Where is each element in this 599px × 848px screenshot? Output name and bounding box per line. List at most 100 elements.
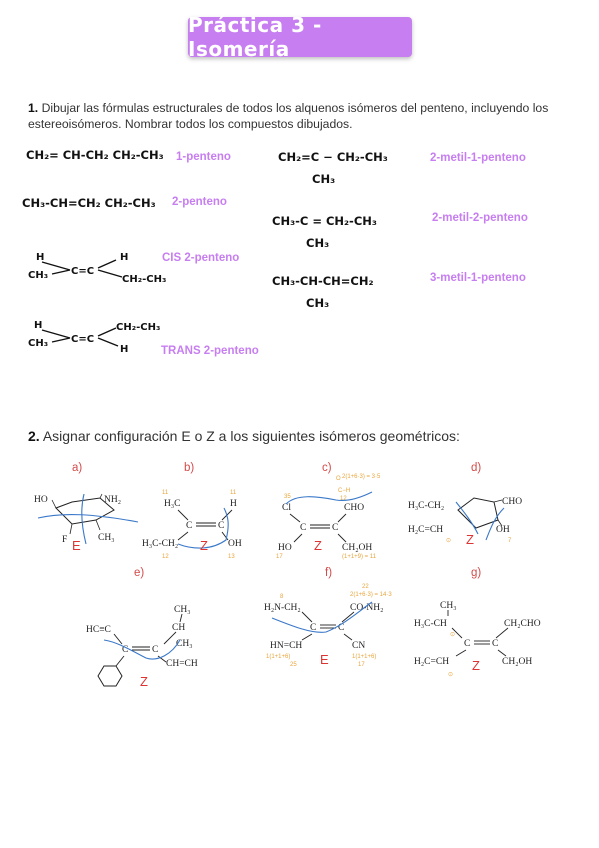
svg-text:25: 25 xyxy=(290,662,297,668)
svg-text:Cl: Cl xyxy=(282,503,291,513)
svg-text:11: 11 xyxy=(162,490,169,496)
svg-text:⊙: ⊙ xyxy=(450,632,455,638)
svg-text:13: 13 xyxy=(228,554,235,560)
svg-text:1(1+1+6): 1(1+1+6) xyxy=(266,654,290,660)
svg-text:CH₂-CH₃: CH₂-CH₃ xyxy=(122,274,166,285)
svg-text:11: 11 xyxy=(230,490,237,496)
branch-2-metil-1-penteno: CH₃ xyxy=(312,172,336,186)
svg-text:CH₂-CH₃: CH₂-CH₃ xyxy=(116,322,160,333)
label-e: e) xyxy=(134,567,145,579)
answer-d: Z xyxy=(466,532,474,547)
svg-text:12: 12 xyxy=(162,554,169,560)
branch-3-metil-1-penteno: CH₃ xyxy=(306,296,330,310)
svg-text:CH₃: CH₃ xyxy=(174,605,191,615)
label-b: b) xyxy=(184,462,195,474)
svg-text:CH₂OH: CH₂OH xyxy=(502,657,532,667)
formula-2-metil-1-penteno: CH₂=C − CH₂-CH₃ xyxy=(278,150,388,164)
answer-f: E xyxy=(320,652,329,667)
isomer-c-structure: O 2(1+6·3) = 3·5 C−H 35 12 Cl CHO C C HO… xyxy=(276,474,381,560)
structure-trans-2-penteno: H CH₃ C=C CH₂-CH₃ H xyxy=(28,320,160,355)
svg-text:⊙: ⊙ xyxy=(448,672,453,678)
svg-text:CHO: CHO xyxy=(502,497,522,507)
svg-text:2(1+6·3) = 14·3: 2(1+6·3) = 14·3 xyxy=(350,592,392,598)
answer-g: Z xyxy=(472,658,480,673)
svg-text:C: C xyxy=(186,521,192,531)
formula-1-penteno: CH₂= CH-CH₂ CH₂-CH₃ xyxy=(26,148,164,162)
svg-text:HC≡C: HC≡C xyxy=(86,625,111,635)
name-cis-2-penteno: CIS 2-penteno xyxy=(162,252,240,264)
isomer-f-structure: 22 2(1+6·3) = 14·3 8 H₂N-CH₂ CO-NH₂ C C … xyxy=(264,584,392,668)
svg-text:H: H xyxy=(120,344,128,355)
name-2-penteno: 2-penteno xyxy=(172,196,227,208)
question-1-text: Dibujar las fórmulas estructurales de to… xyxy=(28,101,549,131)
svg-text:C: C xyxy=(492,639,498,649)
answer-e: Z xyxy=(140,674,148,689)
name-2-metil-1-penteno: 2-metil-1-penteno xyxy=(430,152,526,164)
svg-text:H: H xyxy=(120,252,128,263)
svg-text:C: C xyxy=(464,639,470,649)
svg-text:17: 17 xyxy=(276,554,283,560)
title-banner: Práctica 3 - Isomería xyxy=(188,13,412,61)
question-1-number: 1. xyxy=(28,101,39,115)
name-2-metil-2-penteno: 2-metil-2-penteno xyxy=(432,212,528,224)
svg-text:H₂C=CH: H₂C=CH xyxy=(408,525,443,535)
svg-text:C: C xyxy=(332,523,338,533)
answer-c: Z xyxy=(314,538,322,553)
svg-text:8: 8 xyxy=(280,594,284,600)
svg-text:2(1+6·3) = 3·5: 2(1+6·3) = 3·5 xyxy=(342,474,381,480)
svg-text:CH₂CHO: CH₂CHO xyxy=(504,619,541,629)
structure-cis-2-penteno: H CH₃ C=C H CH₂-CH₃ xyxy=(28,252,166,285)
formula-2-penteno: CH₃-CH=CH₂ CH₂-CH₃ xyxy=(22,196,156,210)
svg-text:12: 12 xyxy=(340,496,347,502)
page-title: Práctica 3 - Isomería xyxy=(188,13,322,61)
svg-text:CO-NH₂: CO-NH₂ xyxy=(350,603,383,613)
name-1-penteno: 1-penteno xyxy=(176,151,231,163)
name-trans-2-penteno: TRANS 2-penteno xyxy=(161,345,259,357)
formula-2-metil-2-penteno: CH₃-C = CH₂-CH₃ xyxy=(272,214,377,228)
isomer-d-structure: H₃C-CH₂ H₂C=CH CHO OH ⊙ 7 Z xyxy=(408,497,522,547)
svg-text:OH: OH xyxy=(228,539,242,549)
label-c: c) xyxy=(322,462,332,474)
svg-text:CH₃: CH₃ xyxy=(440,601,457,611)
svg-text:O: O xyxy=(336,476,341,482)
answer-b: Z xyxy=(200,538,208,553)
svg-text:C: C xyxy=(218,521,224,531)
svg-text:HN=CH: HN=CH xyxy=(270,641,302,651)
svg-text:C: C xyxy=(300,523,306,533)
svg-text:H₂C=CH: H₂C=CH xyxy=(414,657,449,667)
label-g: g) xyxy=(471,567,482,579)
svg-text:C: C xyxy=(152,645,158,655)
svg-text:F: F xyxy=(62,535,67,545)
name-3-metil-1-penteno: 3-metil-1-penteno xyxy=(430,272,526,284)
svg-text:CHO: CHO xyxy=(344,503,364,513)
svg-text:H: H xyxy=(34,320,42,331)
svg-text:CH₃: CH₃ xyxy=(98,533,115,543)
svg-text:H: H xyxy=(36,252,44,263)
svg-text:C: C xyxy=(338,623,344,633)
answer-a: E xyxy=(72,538,81,553)
question-2: 2. Asignar configuración E o Z a los sig… xyxy=(28,428,460,444)
svg-text:H₃C-CH₂: H₃C-CH₂ xyxy=(142,539,178,549)
svg-text:H: H xyxy=(230,499,237,509)
branch-2-metil-2-penteno: CH₃ xyxy=(306,236,330,250)
svg-text:C: C xyxy=(310,623,316,633)
svg-text:C=C: C=C xyxy=(71,266,94,277)
svg-text:OH: OH xyxy=(496,525,510,535)
svg-text:7: 7 xyxy=(508,538,512,544)
svg-text:17: 17 xyxy=(358,662,365,668)
question-1: 1. Dibujar las fórmulas estructurales de… xyxy=(28,100,578,132)
svg-text:C=C: C=C xyxy=(71,334,94,345)
svg-text:22: 22 xyxy=(362,584,369,590)
svg-text:CH=CH: CH=CH xyxy=(166,659,198,669)
svg-text:(1+1+9) = 11: (1+1+9) = 11 xyxy=(342,554,377,560)
svg-text:35: 35 xyxy=(284,494,291,500)
svg-text:CH₂OH: CH₂OH xyxy=(342,543,372,553)
svg-text:CH: CH xyxy=(172,623,185,633)
svg-text:H₃C-CH₂: H₃C-CH₂ xyxy=(408,501,444,511)
isomer-e-structure: CH₃ CH HC≡C CH₃ C C CH=CH Z xyxy=(86,605,198,689)
label-a: a) xyxy=(72,462,83,474)
isomer-a-structure: HO NH₂ F CH₃ E xyxy=(34,493,139,553)
label-d: d) xyxy=(471,462,482,474)
question-2-text: Asignar configuración E o Z a los siguie… xyxy=(42,428,460,444)
svg-text:C: C xyxy=(122,645,128,655)
